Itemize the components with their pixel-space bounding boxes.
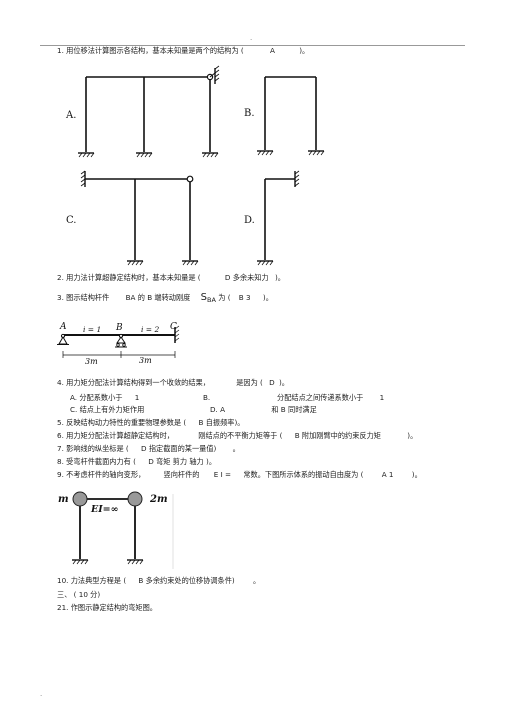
question-10-answer: B 多余约束处的位移协调条件) bbox=[138, 576, 235, 585]
question-1-tail: )。 bbox=[299, 46, 310, 55]
beam-span-2: 3m bbox=[139, 356, 152, 365]
figure-b-frame: B. bbox=[244, 76, 325, 156]
question-7-tail: 。 bbox=[232, 444, 240, 453]
beam-label-c: C bbox=[170, 322, 177, 332]
question-4-option-b-text: 分配结点之间传递系数小于 1 bbox=[277, 393, 384, 403]
question-4-option-d: D. A 和 B 同时满足 bbox=[210, 405, 317, 415]
frame-ei-label: EI=∞ bbox=[90, 504, 119, 515]
question-1: 1. 用位移法计算图示各结构，基本未知量是两个的结构为 ( A )。 bbox=[57, 46, 309, 56]
question-4-option-a-value: 1 bbox=[134, 393, 140, 402]
question-9-text: 9. 不考虑杆件的轴向变形， bbox=[57, 470, 146, 479]
footer-dot: . bbox=[40, 690, 43, 698]
figure-c-label: C. bbox=[66, 215, 76, 226]
question-3-s: S bbox=[200, 292, 208, 303]
question-10-tail: 。 bbox=[253, 576, 261, 585]
question-4-option-b-label: B. bbox=[203, 393, 211, 402]
question-4-tail: )。 bbox=[279, 378, 289, 387]
figure-b-label: B. bbox=[244, 108, 255, 119]
question-3: 3. 图示结构杆件 BA 的 B 端转动刚度 SBA 为 ( B 3 )。 bbox=[57, 293, 273, 305]
question-9-answer: A 1 bbox=[381, 470, 394, 479]
question-9-text3: 常数。下图所示体系的振动自由度为 ( bbox=[243, 470, 364, 479]
question-3-text-pre: 3. 图示结构杆件 bbox=[57, 293, 110, 302]
figure-a-label: A. bbox=[65, 110, 76, 121]
question-3-tail: )。 bbox=[262, 293, 273, 302]
question-6-answer: B 附加刚臂中的约束反力矩 bbox=[294, 431, 381, 440]
question-4-option-d-tail: 和 B 同时满足 bbox=[271, 405, 317, 414]
figure-d-label: D. bbox=[244, 215, 255, 226]
question-4-option-b-desc: 分配结点之间传递系数小于 bbox=[277, 393, 364, 402]
figure-c-frame: C. bbox=[66, 170, 199, 266]
question-9-ei: E I = bbox=[213, 470, 232, 479]
question-10-text: 10. 力法典型方程是 ( bbox=[57, 576, 127, 585]
question-8-answer: D 弯矩 剪力 轴力 )。 bbox=[148, 457, 217, 466]
question-4-option-a: A. 分配系数小于 1 bbox=[70, 393, 139, 403]
question-9-text2: 竖向杆件的 bbox=[163, 470, 200, 479]
continuous-beam-figure: A B C i = 1 i = 2 3m 3m bbox=[57, 322, 180, 366]
question-4-answer: D bbox=[269, 378, 275, 387]
question-1-answer: A bbox=[270, 46, 275, 55]
question-4-text: 4. 用力矩分配法计算结构得到一个收敛的结果， bbox=[57, 378, 210, 387]
figure-d-frame: D. bbox=[244, 170, 300, 266]
question-4-option-b-value: 1 bbox=[379, 393, 385, 402]
question-3-sub: BA bbox=[207, 296, 216, 304]
question-6-text: 6. 用力矩分配法计算超静定结构时， bbox=[57, 431, 174, 440]
question-4-option-b: B. bbox=[203, 393, 210, 403]
question-7: 7. 影响线的纵坐标是 ( D 指定截面的某一量值) 。 bbox=[57, 444, 240, 454]
question-5-text: 5. 反映结构动力特性的重要物理参数是 ( bbox=[57, 418, 187, 427]
beam-stiffness-2: i = 2 bbox=[141, 325, 159, 334]
question-2-tail: )。 bbox=[274, 273, 285, 282]
question-10: 10. 力法典型方程是 ( B 多余约束处的位移协调条件) 。 bbox=[57, 576, 260, 586]
question-3-text-mid: B 端转动刚度 bbox=[147, 293, 191, 302]
question-4: 4. 用力矩分配法计算结构得到一个收敛的结果， 是因为 ( D )。 bbox=[57, 378, 289, 388]
question-3-ba: BA 的 bbox=[125, 293, 145, 302]
question-1-text: 1. 用位移法计算图示各结构，基本未知量是两个的结构为 ( bbox=[57, 46, 244, 55]
figure-a-frame: A. bbox=[65, 65, 220, 158]
header-rule bbox=[40, 45, 465, 46]
vibration-frame-figure: m 2m EI=∞ bbox=[58, 491, 174, 569]
header-dot: . bbox=[250, 34, 253, 42]
question-9: 9. 不考虑杆件的轴向变形， 竖向杆件的 E I = 常数。下图所示体系的振动自… bbox=[57, 470, 422, 480]
question-2-answer: D 多余未知力 bbox=[224, 273, 269, 282]
question-5-answer: B 自振频率)。 bbox=[198, 418, 245, 427]
beam-label-b: B bbox=[115, 323, 123, 333]
question-21: 21. 作图示静定结构的弯矩图。 bbox=[57, 603, 157, 612]
question-8: 8. 受弯杆件截面内力有 ( D 弯矩 剪力 轴力 )。 bbox=[57, 457, 216, 467]
question-6: 6. 用力矩分配法计算超静定结构时， 刚结点的不平衡力矩等于 ( B 附加刚臂中… bbox=[57, 431, 417, 441]
question-6-text2: 刚结点的不平衡力矩等于 ( bbox=[198, 431, 283, 440]
beam-label-a: A bbox=[59, 322, 67, 332]
question-7-text: 7. 影响线的纵坐标是 ( bbox=[57, 444, 129, 453]
question-9-tail: )。 bbox=[411, 470, 422, 479]
question-4-text2: 是因为 ( bbox=[236, 378, 263, 387]
section-3-heading: 三、 ( 10 分) bbox=[57, 590, 101, 599]
question-6-tail: )。 bbox=[407, 431, 418, 440]
question-3-answer: B 3 bbox=[238, 293, 251, 302]
question-2-text: 2. 用力法计算超静定结构时，基本未知量是 ( bbox=[57, 273, 201, 282]
question-7-answer: D 指定截面的某一量值) bbox=[141, 444, 217, 453]
question-3-wei: 为 ( bbox=[218, 293, 231, 302]
question-4-option-d-text: D. A bbox=[210, 405, 226, 414]
question-5: 5. 反映结构动力特性的重要物理参数是 ( B 自振频率)。 bbox=[57, 418, 245, 428]
question-2: 2. 用力法计算超静定结构时，基本未知量是 ( D 多余未知力 )。 bbox=[57, 273, 285, 283]
question-8-text: 8. 受弯杆件截面内力有 ( bbox=[57, 457, 136, 466]
question-4-option-a-text: A. 分配系数小于 bbox=[70, 393, 123, 402]
question-4-option-c: C. 结点上有外力矩作用 bbox=[70, 405, 144, 415]
frame-mass-left: m bbox=[58, 494, 69, 505]
beam-span-1: 3m bbox=[85, 357, 98, 366]
question-4-option-c-text: C. 结点上有外力矩作用 bbox=[70, 405, 145, 414]
beam-stiffness-1: i = 1 bbox=[83, 325, 101, 334]
frame-mass-right: 2m bbox=[149, 494, 168, 505]
